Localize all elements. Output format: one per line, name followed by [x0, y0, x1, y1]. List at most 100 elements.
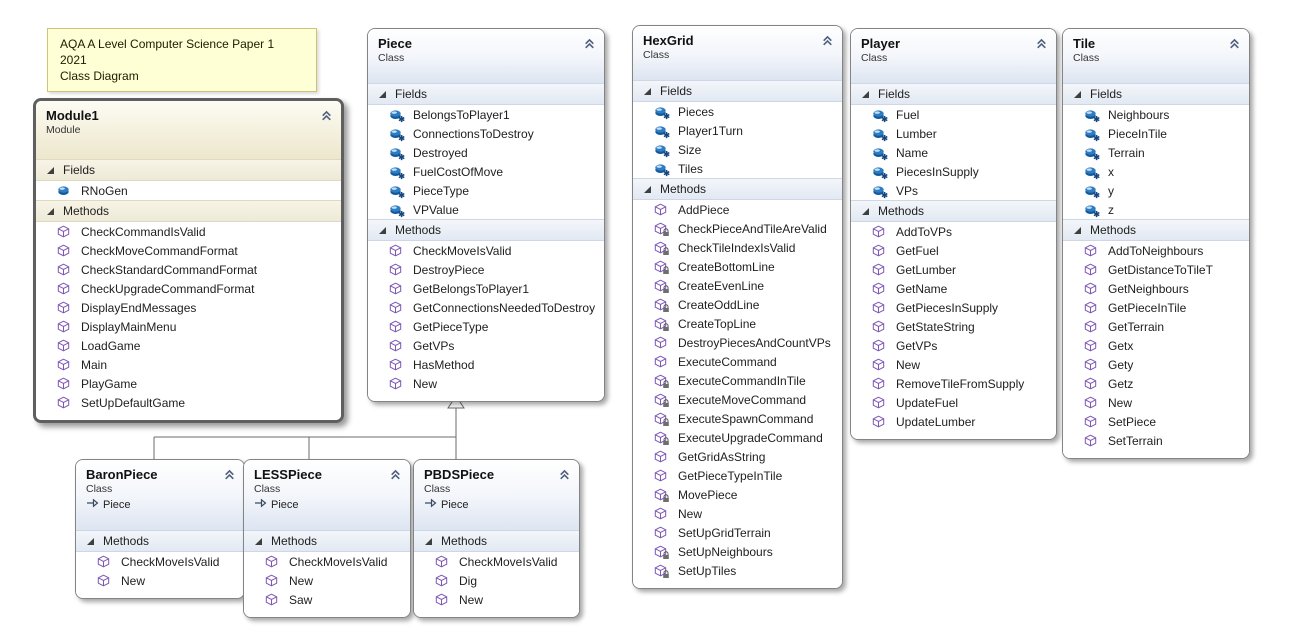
section-header-methods[interactable]: Methods — [368, 219, 604, 241]
member-row[interactable]: ✱Neighbours — [1063, 105, 1249, 124]
member-row[interactable]: ExecuteUpgradeCommand — [633, 428, 842, 447]
member-row[interactable]: DisplayMainMenu — [36, 317, 341, 336]
member-row[interactable]: New — [76, 571, 244, 590]
member-row[interactable]: GetPieceType — [368, 317, 604, 336]
member-row[interactable]: ✱Destroyed — [368, 143, 604, 162]
member-row[interactable]: ✱Player1Turn — [633, 121, 842, 140]
collapse-chevron-icon[interactable] — [1228, 37, 1241, 50]
member-row[interactable]: ExecuteCommand — [633, 352, 842, 371]
member-row[interactable]: ✱Terrain — [1063, 143, 1249, 162]
member-row[interactable]: GetVPs — [368, 336, 604, 355]
class-node-piece[interactable]: Piece Class Fields✱BelongsToPlayer1✱Conn… — [367, 28, 605, 402]
collapse-chevron-icon[interactable] — [1035, 37, 1048, 50]
member-row[interactable]: SetUpNeighbours — [633, 542, 842, 561]
member-row[interactable]: UpdateFuel — [851, 393, 1056, 412]
member-row[interactable]: Main — [36, 355, 341, 374]
member-row[interactable]: New — [1063, 393, 1249, 412]
member-row[interactable]: GetStateString — [851, 317, 1056, 336]
member-row[interactable]: ✱y — [1063, 181, 1249, 200]
member-row[interactable]: ✱VPValue — [368, 200, 604, 219]
member-row[interactable]: CheckMoveIsValid — [244, 552, 410, 571]
section-header-methods[interactable]: Methods — [244, 530, 410, 552]
member-row[interactable]: GetPieceTypeInTile — [633, 466, 842, 485]
member-row[interactable]: GetGridAsString — [633, 447, 842, 466]
member-row[interactable]: GetPiecesInSupply — [851, 298, 1056, 317]
member-row[interactable]: UpdateLumber — [851, 412, 1056, 431]
member-row[interactable]: CheckMoveIsValid — [76, 552, 244, 571]
member-row[interactable]: DisplayEndMessages — [36, 298, 341, 317]
member-row[interactable]: DestroyPiece — [368, 260, 604, 279]
section-header-fields[interactable]: Fields — [1063, 83, 1249, 105]
member-row[interactable]: PlayGame — [36, 374, 341, 393]
member-row[interactable]: Saw — [244, 590, 410, 609]
member-row[interactable]: GetDistanceToTileT — [1063, 260, 1249, 279]
member-row[interactable]: GetLumber — [851, 260, 1056, 279]
expander-icon[interactable] — [1074, 226, 1081, 234]
member-row[interactable]: RemoveTileFromSupply — [851, 374, 1056, 393]
collapse-chevron-icon[interactable] — [821, 34, 834, 47]
member-row[interactable]: CreateBottomLine — [633, 257, 842, 276]
member-row[interactable]: GetConnectionsNeededToDestroy — [368, 298, 604, 317]
member-row[interactable]: CheckMoveIsValid — [368, 241, 604, 260]
expander-icon[interactable] — [87, 537, 94, 545]
section-header-fields[interactable]: Fields — [368, 83, 604, 105]
section-header-fields[interactable]: Fields — [851, 83, 1056, 105]
member-row[interactable]: DestroyPiecesAndCountVPs — [633, 333, 842, 352]
expander-icon[interactable] — [425, 537, 432, 545]
member-row[interactable]: SetPiece — [1063, 412, 1249, 431]
member-row[interactable]: ✱Tiles — [633, 159, 842, 178]
member-row[interactable]: ✱FuelCostOfMove — [368, 162, 604, 181]
expander-icon[interactable] — [47, 166, 54, 174]
collapse-chevron-icon[interactable] — [583, 37, 596, 50]
member-row[interactable]: CheckUpgradeCommandFormat — [36, 279, 341, 298]
collapse-chevron-icon[interactable] — [320, 109, 333, 122]
member-row[interactable]: ✱Size — [633, 140, 842, 159]
section-header-methods[interactable]: Methods — [1063, 219, 1249, 241]
section-header-methods[interactable]: Methods — [633, 178, 842, 200]
member-row[interactable]: CheckMoveCommandFormat — [36, 241, 341, 260]
member-row[interactable]: SetUpTiles — [633, 561, 842, 580]
member-row[interactable]: AddToNeighbours — [1063, 241, 1249, 260]
member-row[interactable]: GetVPs — [851, 336, 1056, 355]
section-header-methods[interactable]: Methods — [414, 530, 579, 552]
member-row[interactable]: ✱x — [1063, 162, 1249, 181]
member-row[interactable]: HasMethod — [368, 355, 604, 374]
member-row[interactable]: Dig — [414, 571, 579, 590]
member-row[interactable]: New — [244, 571, 410, 590]
member-row[interactable]: GetBelongsToPlayer1 — [368, 279, 604, 298]
section-header-fields[interactable]: Fields — [633, 80, 842, 102]
member-row[interactable]: ✱Fuel — [851, 105, 1056, 124]
comment-note[interactable]: AQA A Level Computer Science Paper 1 202… — [47, 28, 317, 92]
member-row[interactable]: Gety — [1063, 355, 1249, 374]
member-row[interactable]: New — [851, 355, 1056, 374]
class-node-hexgrid[interactable]: HexGrid Class Fields✱Pieces✱Player1Turn✱… — [632, 25, 843, 589]
member-row[interactable]: ✱z — [1063, 200, 1249, 219]
member-row[interactable]: Getx — [1063, 336, 1249, 355]
member-row[interactable]: New — [633, 504, 842, 523]
expander-icon[interactable] — [862, 90, 869, 98]
section-header-methods[interactable]: Methods — [36, 200, 341, 222]
expander-icon[interactable] — [1074, 90, 1081, 98]
member-row[interactable]: LoadGame — [36, 336, 341, 355]
member-row[interactable]: ✱VPs — [851, 181, 1056, 200]
member-row[interactable]: GetPieceInTile — [1063, 298, 1249, 317]
member-row[interactable]: SetTerrain — [1063, 431, 1249, 450]
collapse-chevron-icon[interactable] — [223, 468, 236, 481]
member-row[interactable]: CreateEvenLine — [633, 276, 842, 295]
section-header-methods[interactable]: Methods — [851, 200, 1056, 222]
class-node-tile[interactable]: Tile Class Fields✱Neighbours✱PieceInTile… — [1062, 28, 1250, 459]
member-row[interactable]: SetUpGridTerrain — [633, 523, 842, 542]
expander-icon[interactable] — [644, 87, 651, 95]
member-row[interactable]: CheckTileIndexIsValid — [633, 238, 842, 257]
member-row[interactable]: CheckMoveIsValid — [414, 552, 579, 571]
member-row[interactable]: ✱PieceInTile — [1063, 124, 1249, 143]
expander-icon[interactable] — [379, 226, 386, 234]
member-row[interactable]: ✱BelongsToPlayer1 — [368, 105, 604, 124]
member-row[interactable]: CheckStandardCommandFormat — [36, 260, 341, 279]
member-row[interactable]: CreateTopLine — [633, 314, 842, 333]
expander-icon[interactable] — [644, 185, 651, 193]
member-row[interactable]: GetTerrain — [1063, 317, 1249, 336]
